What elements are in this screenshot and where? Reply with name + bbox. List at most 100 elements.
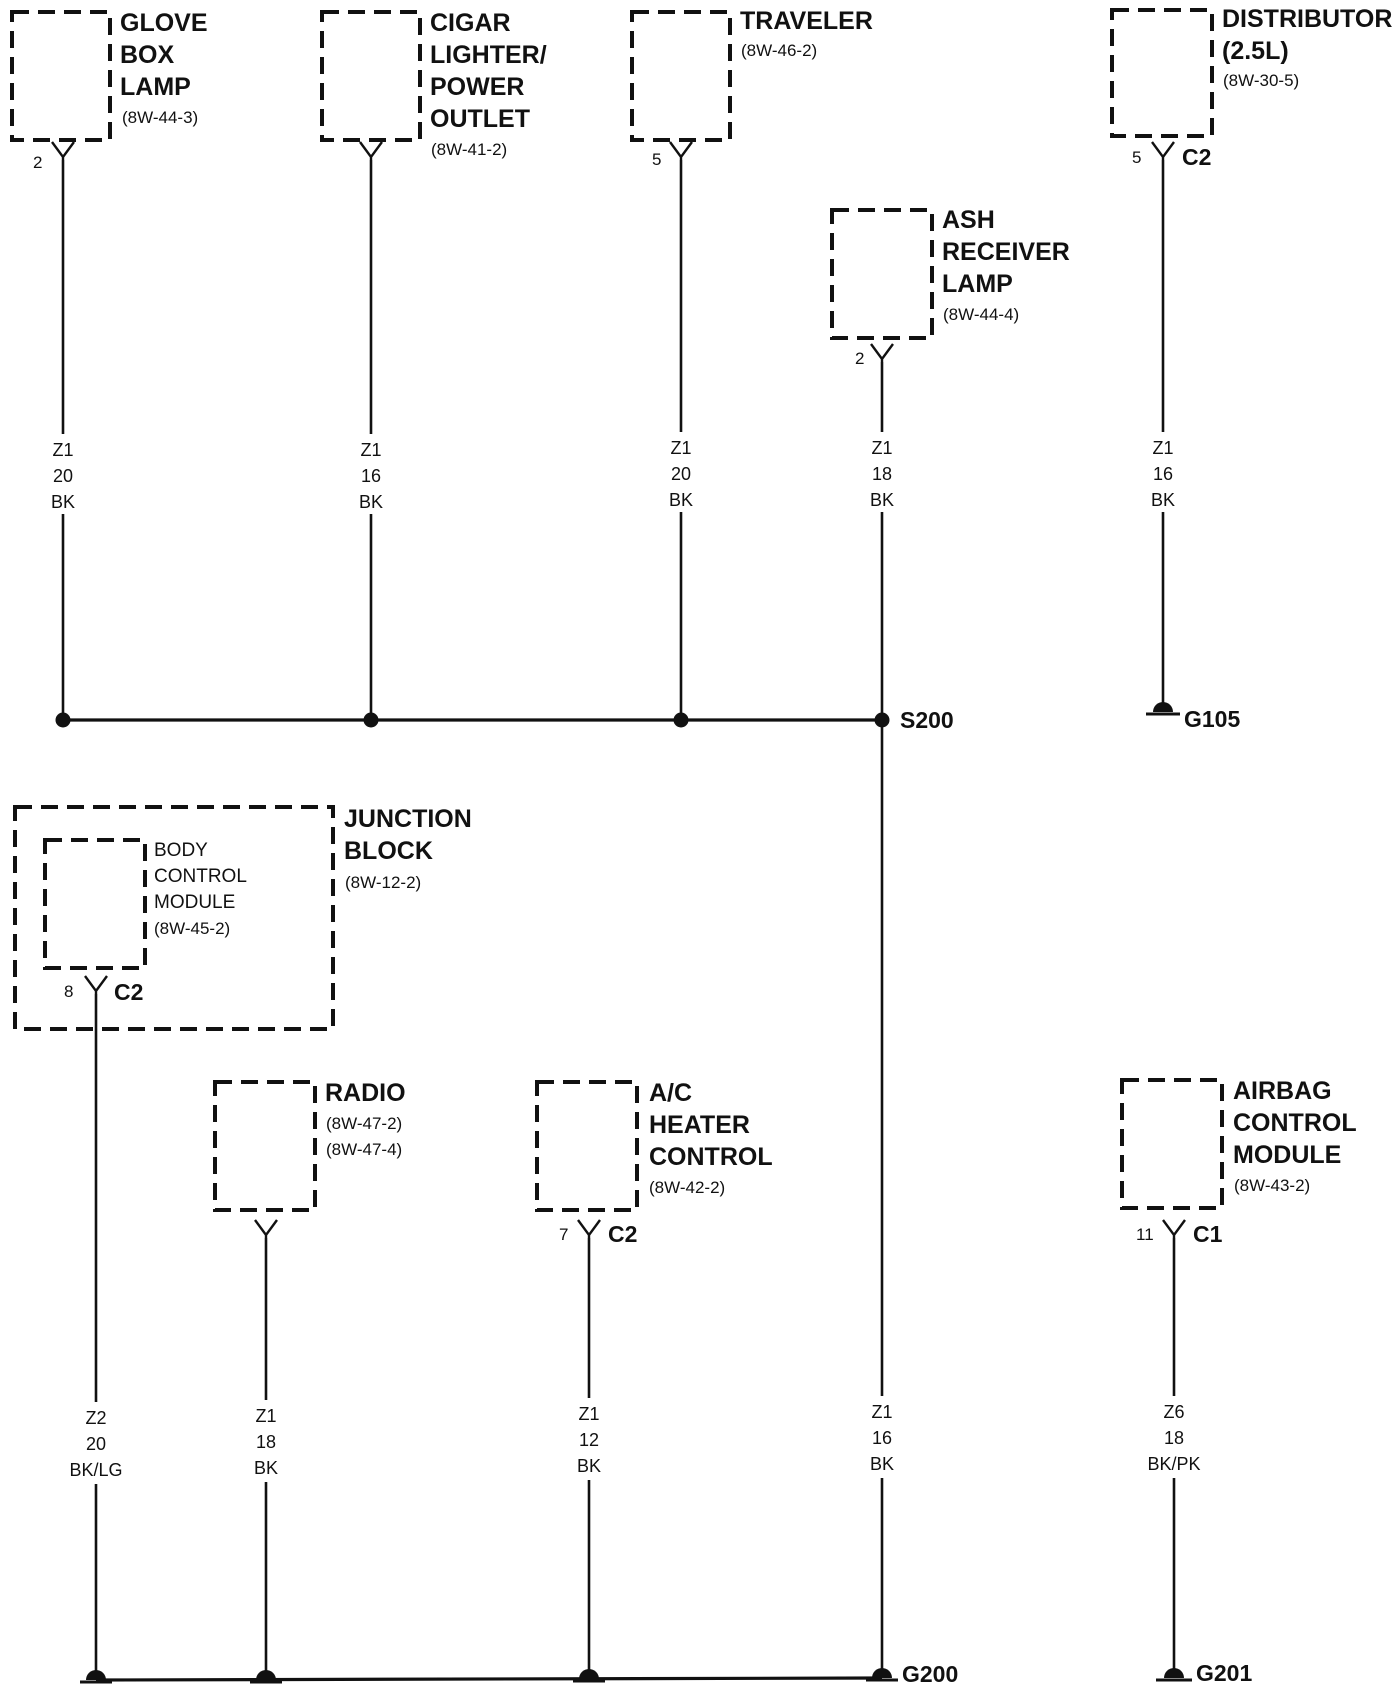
- body-control-module-title-2: CONTROL: [154, 866, 247, 887]
- airbag-control-module-pin: 11: [1136, 1225, 1154, 1244]
- wire-label-airbag-color: BK/PK: [1147, 1454, 1200, 1474]
- ac-heater-control-connector-icon: [577, 1219, 601, 1238]
- ash-receiver-lamp-title-2: RECEIVER: [942, 238, 1070, 266]
- wire-label-airbag-gauge: 18: [1164, 1428, 1184, 1448]
- glove-box-lamp-pin: 2: [33, 153, 42, 172]
- ac-heater-control-box: [535, 1080, 639, 1212]
- distributor-ref: (8W-30-5): [1223, 71, 1299, 90]
- cigar-lighter-title-2: LIGHTER/: [430, 41, 547, 69]
- airbag-control-module-title-2: CONTROL: [1233, 1109, 1357, 1137]
- cigar-lighter-connector-icon: [359, 141, 383, 160]
- junction-block-title-2: BLOCK: [344, 837, 433, 865]
- ash-receiver-lamp-connector-icon: [870, 343, 894, 362]
- body-control-module-box: [43, 838, 147, 970]
- radio-connector-icon: [254, 1219, 278, 1238]
- ac-heater-control-title-2: HEATER: [649, 1111, 750, 1139]
- wire-label-bcm-gauge: 20: [86, 1434, 106, 1454]
- cigar-lighter-power-outlet: CIGAR LIGHTER/ POWER OUTLET (8W-41-2): [320, 9, 547, 160]
- glove-box-lamp-box: [10, 10, 112, 142]
- ground-g200-label: G200: [902, 1661, 958, 1687]
- airbag-control-module-connector-icon: [1162, 1219, 1186, 1238]
- glove-box-lamp-title-2: BOX: [120, 41, 175, 69]
- body-control-module: BODY CONTROL MODULE (8W-45-2) 8 C2: [43, 838, 247, 1005]
- traveler: TRAVELER (8W-46-2) 5: [630, 7, 873, 169]
- ash-receiver-lamp-box: [830, 208, 934, 340]
- ground-g201-label: G201: [1196, 1660, 1252, 1686]
- wire-label-g200-circuit: Z1: [871, 1402, 892, 1422]
- ac-heater-control-title-3: CONTROL: [649, 1143, 773, 1171]
- body-control-module-title-3: MODULE: [154, 892, 235, 913]
- wire-label-ac-color: BK: [577, 1456, 601, 1476]
- radio: RADIO (8W-47-2) (8W-47-4): [213, 1079, 406, 1238]
- ground-node-radio-icon: [250, 1670, 282, 1684]
- splice-s200-label: S200: [900, 707, 954, 733]
- glove-box-lamp-title-3: LAMP: [120, 73, 191, 101]
- wire-label-ash-color: BK: [870, 490, 894, 510]
- wire-label-cigar-circuit: Z1: [360, 440, 381, 460]
- ground-node-ac-icon: [573, 1669, 605, 1683]
- wire-label-bcm-color: BK/LG: [69, 1460, 122, 1480]
- wire-label-glove-circuit: Z1: [52, 440, 73, 460]
- traveler-box: [630, 10, 732, 142]
- ash-receiver-lamp: ASH RECEIVER LAMP (8W-44-4) 2: [830, 206, 1070, 368]
- junction-block-ref: (8W-12-2): [345, 873, 421, 892]
- distributor-title-1: DISTRIBUTOR: [1222, 5, 1392, 33]
- ac-heater-control-ref: (8W-42-2): [649, 1178, 725, 1197]
- wire-label-traveler-gauge: 20: [671, 464, 691, 484]
- wire-label-ash-circuit: Z1: [871, 438, 892, 458]
- body-control-module-pin: 8: [64, 982, 73, 1001]
- junction-block-box: [13, 805, 335, 1031]
- airbag-control-module-ref: (8W-43-2): [1234, 1176, 1310, 1195]
- distributor-pin: 5: [1132, 148, 1141, 167]
- ac-heater-control-pin: 7: [559, 1225, 568, 1244]
- ac-heater-control: A/C HEATER CONTROL (8W-42-2) 7 C2: [535, 1079, 773, 1247]
- cigar-lighter-ref: (8W-41-2): [431, 140, 507, 159]
- distributor-box: [1110, 8, 1214, 138]
- splice-node-glove: [55, 712, 71, 728]
- ac-heater-control-title-1: A/C: [649, 1079, 692, 1107]
- wire-label-glove-color: BK: [51, 492, 75, 512]
- wire-label-airbag-circuit: Z6: [1163, 1402, 1184, 1422]
- cigar-lighter-title-4: OUTLET: [430, 105, 530, 133]
- wire-label-ash-gauge: 18: [872, 464, 892, 484]
- distributor-connector-icon: [1151, 141, 1175, 160]
- wire-label-distributor-color: BK: [1151, 490, 1175, 510]
- cigar-lighter-title-1: CIGAR: [430, 9, 511, 37]
- ground-g105-label: G105: [1184, 706, 1240, 732]
- wire-label-g200-color: BK: [870, 1454, 894, 1474]
- glove-box-lamp-ref: (8W-44-3): [122, 108, 198, 127]
- splice-node-cigar: [363, 712, 379, 728]
- ash-receiver-lamp-ref: (8W-44-4): [943, 305, 1019, 324]
- junction-block: JUNCTION BLOCK (8W-12-2): [13, 805, 472, 1031]
- wire-label-cigar-color: BK: [359, 492, 383, 512]
- radio-title: RADIO: [325, 1079, 406, 1107]
- glove-box-lamp: GLOVE BOX LAMP (8W-44-3) 2: [10, 9, 208, 172]
- traveler-ref: (8W-46-2): [741, 41, 817, 60]
- body-control-module-title-1: BODY: [154, 840, 208, 861]
- ac-heater-control-connector: C2: [608, 1221, 637, 1247]
- traveler-connector-icon: [669, 141, 693, 160]
- splice-node-traveler: [673, 712, 689, 728]
- radio-ref-2: (8W-47-4): [326, 1140, 402, 1159]
- ground-node-bcm-icon: [80, 1670, 112, 1684]
- cigar-lighter-box: [320, 10, 422, 142]
- wire-label-ac-gauge: 12: [579, 1430, 599, 1450]
- wire-label-radio-color: BK: [254, 1458, 278, 1478]
- junction-block-title-1: JUNCTION: [344, 805, 472, 833]
- cigar-lighter-title-3: POWER: [430, 73, 524, 101]
- wire-label-glove-gauge: 20: [53, 466, 73, 486]
- wire-label-distributor-gauge: 16: [1153, 464, 1173, 484]
- glove-box-lamp-connector-icon: [51, 141, 75, 160]
- body-control-module-connector-icon: [84, 975, 108, 994]
- traveler-pin: 5: [652, 150, 661, 169]
- wire-label-radio-circuit: Z1: [255, 1406, 276, 1426]
- traveler-title: TRAVELER: [740, 7, 873, 35]
- wire-label-traveler-color: BK: [669, 490, 693, 510]
- distributor: DISTRIBUTOR (2.5L) (8W-30-5) 5 C2: [1110, 5, 1392, 170]
- airbag-control-module-title-3: MODULE: [1233, 1141, 1341, 1169]
- wire-label-ac-circuit: Z1: [578, 1404, 599, 1424]
- wire-label-cigar-gauge: 16: [361, 466, 381, 486]
- distributor-title-2: (2.5L): [1222, 37, 1289, 65]
- ground-g201-icon: [1156, 1668, 1192, 1682]
- airbag-control-module: AIRBAG CONTROL MODULE (8W-43-2) 11 C1: [1120, 1077, 1357, 1247]
